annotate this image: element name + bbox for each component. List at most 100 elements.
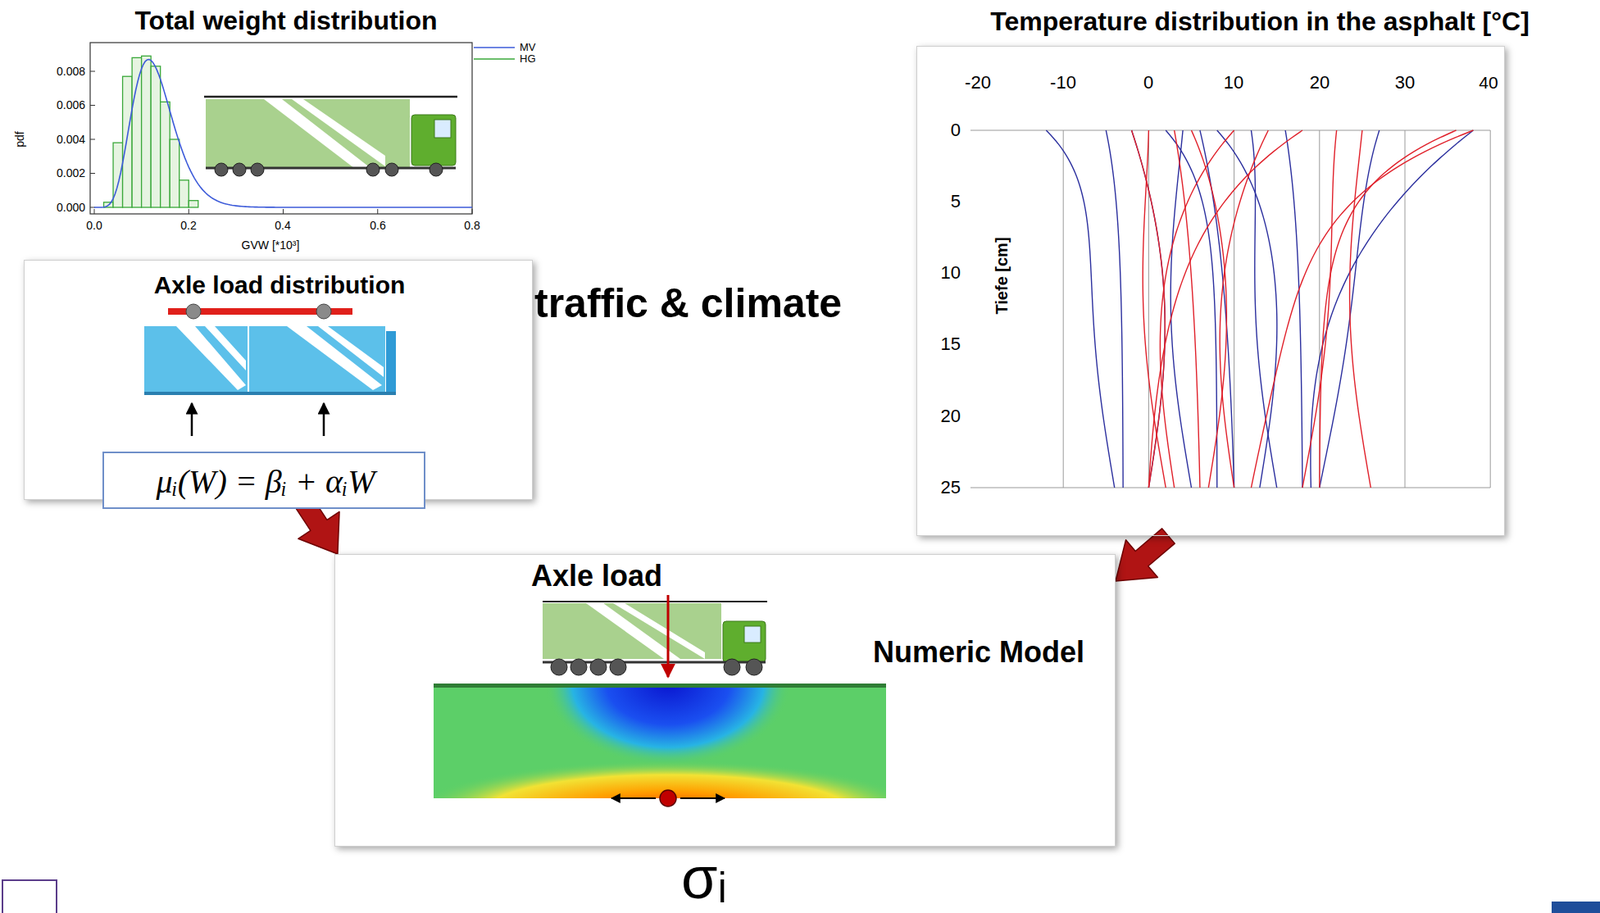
panel-heading: Axle load distribution	[154, 271, 406, 300]
pdf-curve	[94, 59, 473, 208]
tick-label: -20	[964, 72, 991, 93]
temperature-profile	[1105, 130, 1123, 488]
histogram-bar	[160, 101, 171, 208]
tick-label: 15	[940, 333, 961, 355]
temperature-profile	[1310, 130, 1473, 488]
tick-mark	[282, 209, 284, 214]
wheel	[609, 659, 627, 676]
histogram-bar	[141, 55, 152, 208]
wheel	[570, 659, 587, 676]
tick-label: 20	[940, 405, 961, 427]
tick-label: 0.002	[56, 166, 86, 180]
wheel	[745, 659, 763, 676]
histogram-bar	[122, 76, 133, 208]
tick-label: 20	[1309, 72, 1330, 93]
tension-zone	[433, 760, 887, 799]
asphalt-surface	[433, 683, 887, 688]
wheel	[214, 163, 228, 177]
model-panel: Axle loadNumeric Model	[334, 554, 1116, 847]
strain-arrow	[680, 797, 725, 800]
tick-label: 25	[940, 477, 961, 498]
model-label: Numeric Model	[872, 635, 1085, 669]
temperature-chart	[970, 130, 1491, 488]
tick-label: 10	[940, 262, 961, 283]
stress-field	[433, 683, 887, 799]
chart-panel: Total weight distribution	[8, 3, 566, 255]
wheel	[250, 163, 264, 177]
axis-title: GVW [*10³]	[241, 238, 300, 252]
temperature-profile	[1131, 130, 1166, 488]
logo-fragment	[2, 880, 57, 913]
axle-wheel	[186, 304, 201, 319]
tick-label: 0.2	[180, 218, 196, 232]
wheel	[723, 659, 741, 676]
tick-label: 0.000	[56, 200, 86, 214]
grid-line	[1148, 130, 1150, 488]
tick-mark	[94, 209, 96, 214]
wheel	[590, 659, 607, 676]
truck-roof	[542, 600, 768, 603]
tick-label: 30	[1395, 72, 1415, 93]
temperature-profile	[1045, 130, 1114, 488]
wheel	[232, 163, 246, 177]
tick-label: 0.004	[56, 132, 86, 146]
legend-sample	[473, 59, 515, 60]
axle-panel: Axle load distribution μᵢ(W) = βᵢ + αᵢW	[23, 259, 533, 500]
trailer-stripe	[291, 99, 386, 167]
trailer-box	[249, 326, 386, 392]
truck-roof	[204, 95, 458, 99]
tick-mark	[90, 104, 96, 106]
load-arrow	[667, 595, 670, 678]
legend-line	[473, 58, 515, 60]
load-label: Axle load	[531, 559, 663, 593]
flow-arrow	[1115, 528, 1175, 582]
legend-samples	[473, 47, 515, 60]
temperature-profile	[1219, 130, 1269, 488]
tick-label: 0.008	[56, 64, 86, 78]
tick-mark	[472, 209, 473, 214]
temperature-profile	[1148, 130, 1303, 488]
legend-text: MV	[519, 41, 537, 55]
temperature-profile	[1250, 130, 1473, 488]
tick-label: 0	[950, 119, 961, 141]
tick-label: 0.0	[86, 218, 102, 232]
grid-line	[970, 129, 1491, 131]
tick-label: 0.6	[369, 218, 386, 232]
tick-mark	[377, 209, 378, 214]
formula: μᵢ(W) = βᵢ + αᵢW	[155, 463, 375, 501]
trailer-floor	[144, 391, 396, 396]
load-arrow	[190, 403, 194, 437]
temperature-profile	[1319, 130, 1457, 488]
temperature-profile	[1285, 130, 1303, 488]
legend-line	[473, 46, 515, 49]
cab-window	[744, 626, 761, 643]
tick-mark	[188, 209, 190, 214]
load-arrow	[322, 403, 326, 437]
temperature-profile	[1159, 130, 1234, 488]
tick-label: -10	[1050, 72, 1077, 93]
stress-symbol: σᵢ	[681, 848, 728, 908]
temperature-profile	[1131, 130, 1166, 488]
truck-trailer	[205, 99, 410, 169]
tick-label: 0.006	[56, 98, 86, 112]
truck-trailer	[542, 603, 722, 660]
tick-label: 0.8	[463, 218, 480, 232]
center-label: traffic & climate	[534, 280, 842, 328]
tick-label: 5	[950, 190, 961, 212]
temperature-profile	[1142, 130, 1166, 488]
grid-line	[1490, 130, 1491, 488]
panel-heading: Temperature distribution in the asphalt …	[990, 6, 1530, 37]
trailer-stripe	[176, 326, 246, 391]
tick-mark	[90, 139, 96, 141]
panel-heading: Total weight distribution	[134, 5, 437, 37]
histogram-bar	[113, 142, 123, 208]
logo-fragment	[1551, 901, 1600, 913]
tick-label: 0	[1143, 72, 1154, 93]
axis-title: pdf	[13, 131, 27, 147]
legend-sample	[473, 47, 515, 49]
histogram-bar	[150, 66, 161, 208]
tick-label: 40	[1478, 72, 1498, 93]
tick-label: 0.4	[274, 218, 291, 232]
strain-arrow	[611, 797, 656, 800]
